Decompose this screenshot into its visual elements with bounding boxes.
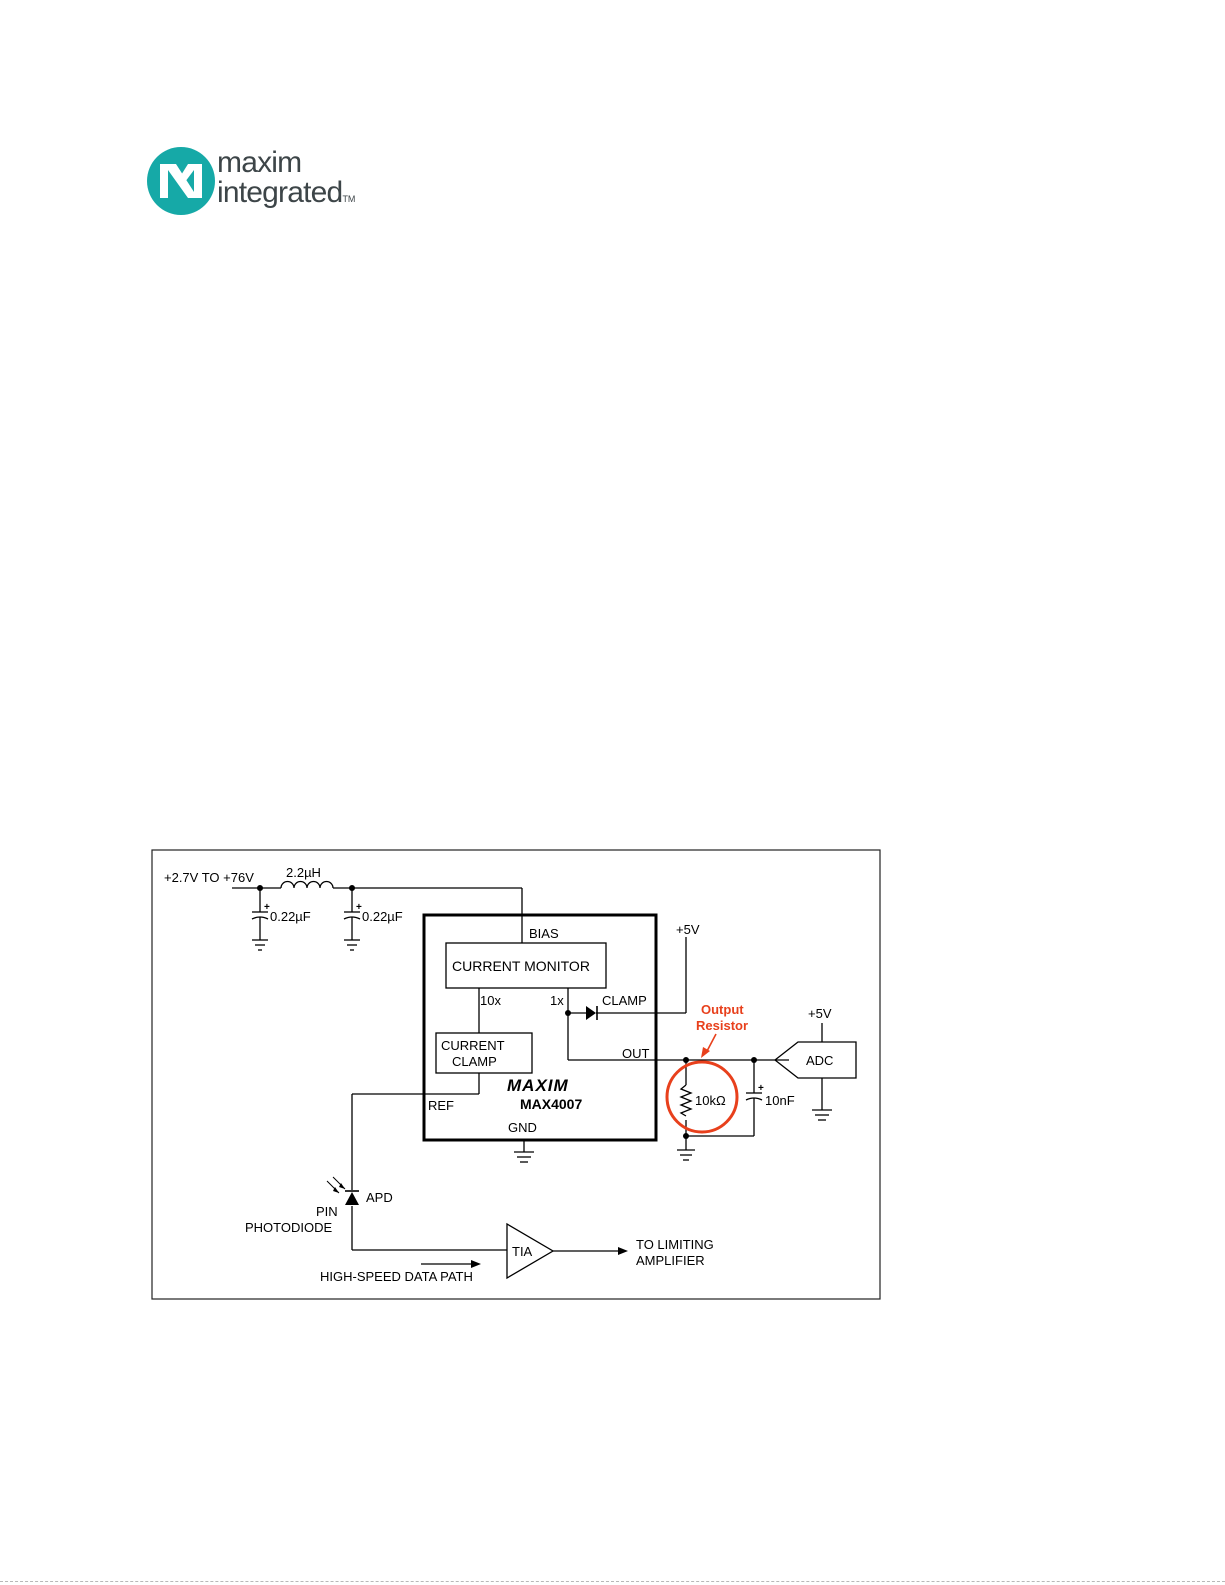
inductor-label: 2.2µH xyxy=(286,865,321,880)
page-divider xyxy=(0,1581,1225,1582)
out-label: OUT xyxy=(622,1046,650,1061)
apd-diode xyxy=(345,1192,359,1205)
highlight-label-2: Resistor xyxy=(696,1018,748,1033)
junction-dot xyxy=(257,885,263,891)
pin-label-1: PIN xyxy=(316,1204,338,1219)
to-limiting-label-1: TO LIMITING xyxy=(636,1237,714,1252)
clamp-supply-label: +5V xyxy=(676,922,700,937)
data-path-label: HIGH-SPEED DATA PATH xyxy=(320,1269,473,1284)
cap2-label: 0.22µF xyxy=(362,909,403,924)
clamp-diode xyxy=(586,1006,596,1020)
data-path-arrow xyxy=(471,1260,481,1268)
bias-label: BIAS xyxy=(529,926,559,941)
resistor-label: 10kΩ xyxy=(695,1093,726,1108)
cap1-label: 0.22µF xyxy=(270,909,311,924)
to-limiting-label-2: AMPLIFIER xyxy=(636,1253,705,1268)
supply-label: +2.7V TO +76V xyxy=(164,870,254,885)
pin-label-2: PHOTODIODE xyxy=(245,1220,332,1235)
cap-out-plus: + xyxy=(758,1083,764,1094)
current-monitor-label: CURRENT MONITOR xyxy=(452,958,590,974)
junction-dot xyxy=(751,1057,757,1063)
chip-name: MAX4007 xyxy=(520,1096,582,1112)
junction-dot xyxy=(565,1010,571,1016)
output-wires xyxy=(677,1023,832,1160)
cap-out-label: 10nF xyxy=(765,1093,795,1108)
junction-dot xyxy=(683,1133,689,1139)
junction-dot xyxy=(683,1057,689,1063)
junction-dot xyxy=(349,885,355,891)
apd-label: APD xyxy=(366,1190,393,1205)
chip-logo: MAXIM xyxy=(507,1076,569,1095)
current-clamp-label-2: CLAMP xyxy=(452,1054,497,1069)
gnd-label: GND xyxy=(508,1120,537,1135)
ref-label: REF xyxy=(428,1098,454,1113)
ratio-1x-label: 1x xyxy=(550,993,564,1008)
tia-label: TIA xyxy=(512,1244,533,1259)
clamp-label: CLAMP xyxy=(602,993,647,1008)
highlight-label-1: Output xyxy=(701,1002,744,1017)
current-clamp-label-1: CURRENT xyxy=(441,1038,505,1053)
output-arrow xyxy=(618,1247,628,1255)
adc-label: ADC xyxy=(806,1053,833,1068)
ratio-10x-label: 10x xyxy=(480,993,501,1008)
adc-supply-label: +5V xyxy=(808,1006,832,1021)
